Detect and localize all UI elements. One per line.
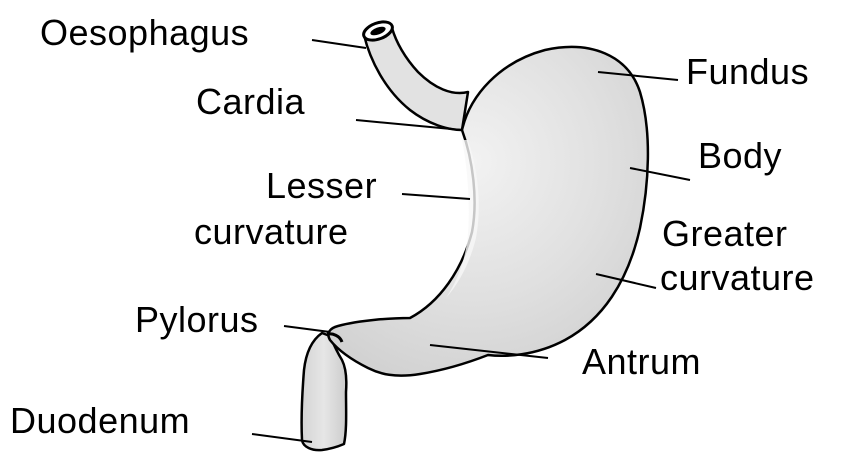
label-lesser-curvature-line2: curvature: [194, 211, 349, 252]
label-greater-curvature-line1: Greater: [662, 213, 788, 254]
label-duodenum: Duodenum: [10, 400, 190, 441]
label-lesser-curvature-line1: Lesser: [266, 165, 377, 206]
label-oesophagus: Oesophagus: [40, 12, 249, 53]
pylorus-leader: [284, 326, 330, 332]
stomach-body-shape: [328, 47, 647, 376]
oesophagus-leader: [312, 40, 366, 48]
label-fundus: Fundus: [686, 51, 809, 92]
label-antrum: Antrum: [582, 341, 701, 382]
label-cardia: Cardia: [196, 81, 306, 122]
oesophagus-shape: [364, 27, 468, 130]
label-body: Body: [698, 135, 782, 176]
label-greater-curvature-line2: curvature: [660, 257, 815, 298]
label-pylorus: Pylorus: [135, 299, 259, 340]
lesser-curvature-leader: [402, 194, 470, 199]
